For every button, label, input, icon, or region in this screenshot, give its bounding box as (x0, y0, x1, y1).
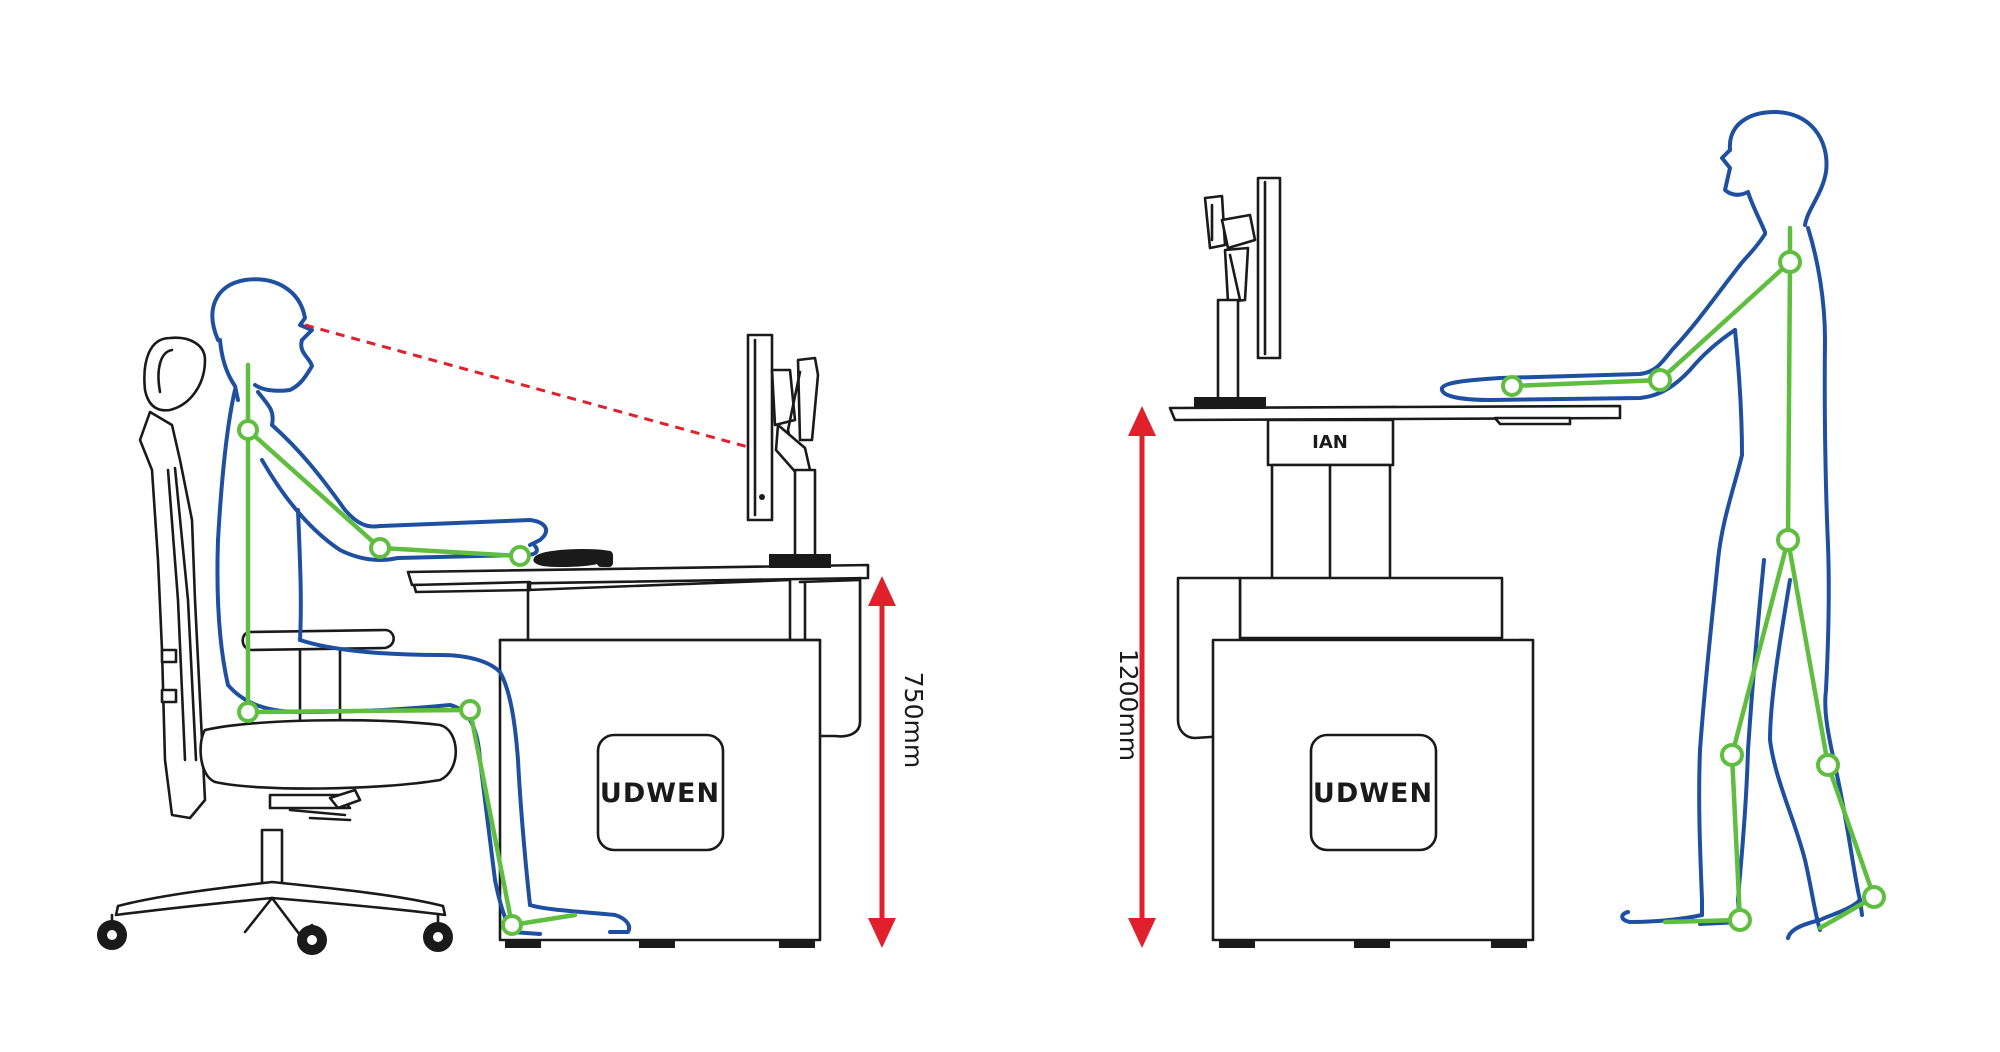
line-of-sight (304, 323, 749, 449)
standing-desk-brand: UDWEN (1313, 778, 1433, 809)
office-chair (97, 336, 458, 955)
standing-column-mark: IAN (1312, 432, 1348, 453)
sitting-person-outline (210, 277, 632, 936)
standing-monitor (1194, 176, 1282, 409)
sitting-skeleton (237, 362, 578, 936)
standing-skeleton (1501, 225, 1886, 932)
sitting-desk: UDWEN (406, 563, 870, 948)
standing-scene: IAN UDWEN (1114, 110, 1886, 948)
keyboard-mouse (533, 549, 613, 568)
sitting-height-label: 750mm (899, 672, 928, 768)
standing-height-label: 1200mm (1114, 649, 1143, 761)
sitting-desk-brand: UDWEN (600, 778, 720, 809)
sitting-height-dimension (868, 576, 896, 948)
standing-desk: IAN UDWEN (1168, 404, 1622, 948)
sitting-monitor (746, 333, 831, 568)
sitting-scene: UDWEN (97, 277, 928, 955)
standing-height-dimension (1128, 406, 1156, 948)
